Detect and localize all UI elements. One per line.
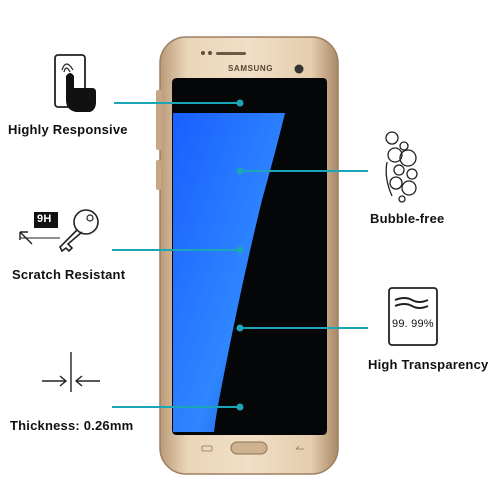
callout-dot-thickness bbox=[236, 403, 244, 411]
transparency-icon bbox=[388, 287, 438, 346]
brand-logo: SAMSUNG bbox=[228, 64, 274, 73]
screen-wallpaper bbox=[173, 113, 285, 432]
recent-apps-key bbox=[201, 445, 213, 452]
touch-finger-icon bbox=[54, 54, 96, 112]
phone bbox=[156, 36, 339, 475]
callout-dot-bubble bbox=[236, 167, 244, 175]
feature-label-high-transparency: High Transparency bbox=[368, 357, 489, 372]
callout-dot-scratch bbox=[236, 246, 244, 254]
feature-label-scratch-resistant: Scratch Resistant bbox=[12, 267, 126, 282]
callout-dot-responsive bbox=[236, 99, 244, 107]
feature-label-thickness: Thickness: 0.26mm bbox=[10, 418, 134, 433]
thickness-arrows-icon bbox=[42, 352, 100, 392]
phone-side-edge bbox=[156, 90, 162, 150]
back-key bbox=[295, 445, 304, 450]
home-button bbox=[230, 441, 268, 455]
earpiece bbox=[216, 52, 246, 55]
phone-side-edge-2 bbox=[156, 160, 161, 190]
feature-label-highly-responsive: Highly Responsive bbox=[8, 122, 128, 137]
transparency-value: 99. 99% bbox=[392, 318, 434, 330]
sensor-dot-2 bbox=[208, 51, 212, 55]
front-camera bbox=[294, 64, 304, 74]
key-scratch-icon bbox=[19, 209, 99, 253]
feature-label-bubble-free: Bubble-free bbox=[370, 211, 445, 226]
sensor-dot bbox=[201, 51, 205, 55]
callout-dot-transparency bbox=[236, 324, 244, 332]
bubbles-icon bbox=[385, 131, 418, 203]
hardness-badge: 9H bbox=[37, 213, 52, 225]
